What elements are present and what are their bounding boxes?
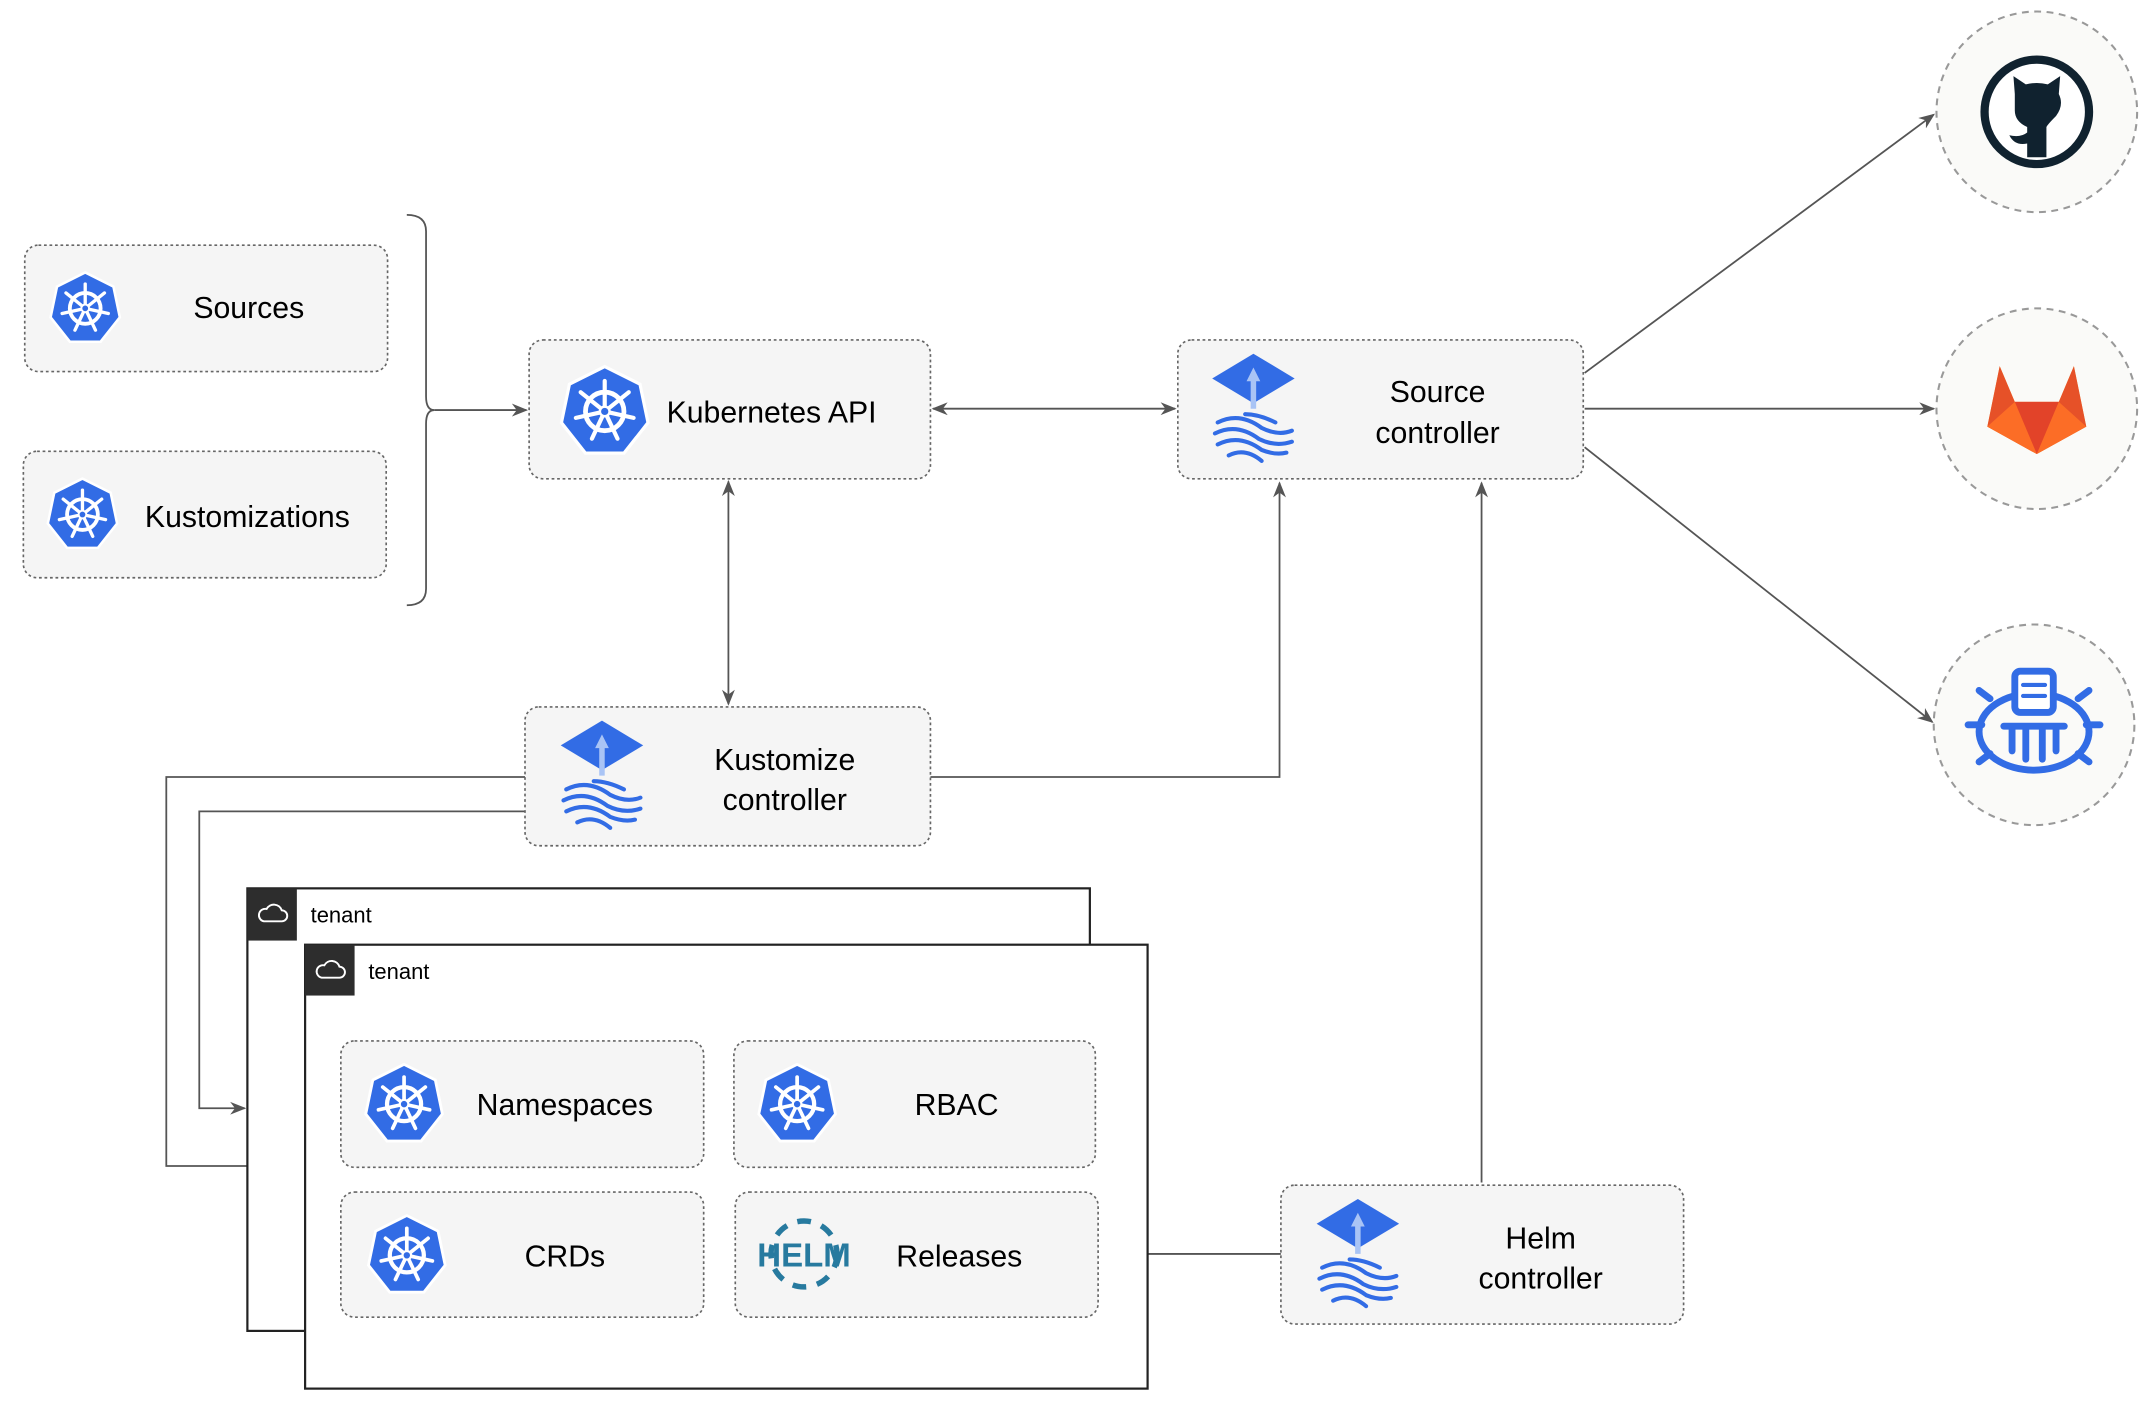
node-label: Releases bbox=[896, 1240, 1022, 1273]
edge-source-to-github bbox=[1584, 113, 1936, 374]
node-label-line2: controller bbox=[1375, 417, 1499, 450]
source-gitlab[interactable] bbox=[1935, 307, 2139, 511]
edge-kustomize-to-tenant-1 bbox=[198, 810, 526, 1115]
tenant-label: tenant bbox=[368, 959, 429, 984]
node-label-line1: Source bbox=[1390, 376, 1486, 409]
node-label-line2: controller bbox=[1479, 1262, 1603, 1295]
node-label-line1: Helm bbox=[1505, 1222, 1576, 1255]
helm-icon: HELM bbox=[757, 1218, 851, 1290]
node-label: Kustomizations bbox=[145, 501, 350, 534]
edge-source-to-bucket bbox=[1584, 446, 1934, 724]
edge-kustomize-to-tenant-2 bbox=[165, 776, 526, 1173]
bucket-icon bbox=[1964, 667, 2104, 774]
node-namespaces[interactable]: Namespaces bbox=[340, 1040, 705, 1169]
node-label: Sources bbox=[193, 292, 304, 325]
svg-text:HELM: HELM bbox=[757, 1236, 850, 1273]
github-icon bbox=[1980, 55, 2094, 169]
node-label: Namespaces bbox=[477, 1089, 653, 1122]
node-kustomizations[interactable]: Kustomizations bbox=[22, 450, 388, 579]
node-kustomize-controller[interactable]: Kustomize controller bbox=[524, 706, 932, 847]
node-releases[interactable]: HELM Releases bbox=[734, 1191, 1099, 1318]
source-bucket[interactable] bbox=[1932, 623, 2136, 827]
group-bracket bbox=[406, 214, 435, 607]
node-crds[interactable]: CRDs bbox=[340, 1191, 705, 1318]
node-helm-controller[interactable]: Helm controller bbox=[1280, 1184, 1685, 1325]
node-kubernetes-api[interactable]: Kubernetes API bbox=[528, 339, 932, 480]
node-label: CRDs bbox=[525, 1240, 606, 1273]
node-label-line2: controller bbox=[723, 784, 847, 817]
edge-kustomize-to-source bbox=[930, 481, 1286, 778]
node-sources[interactable]: Sources bbox=[23, 244, 389, 373]
node-label: RBAC bbox=[915, 1089, 999, 1122]
node-source-controller[interactable]: Source controller bbox=[1177, 339, 1585, 480]
node-label: Kubernetes API bbox=[667, 396, 877, 429]
tenant-label: tenant bbox=[311, 903, 372, 928]
gitlab-icon bbox=[1987, 366, 2087, 455]
node-label-line1: Kustomize bbox=[714, 744, 855, 777]
source-github[interactable] bbox=[1935, 10, 2139, 214]
node-rbac[interactable]: RBAC bbox=[733, 1040, 1097, 1169]
